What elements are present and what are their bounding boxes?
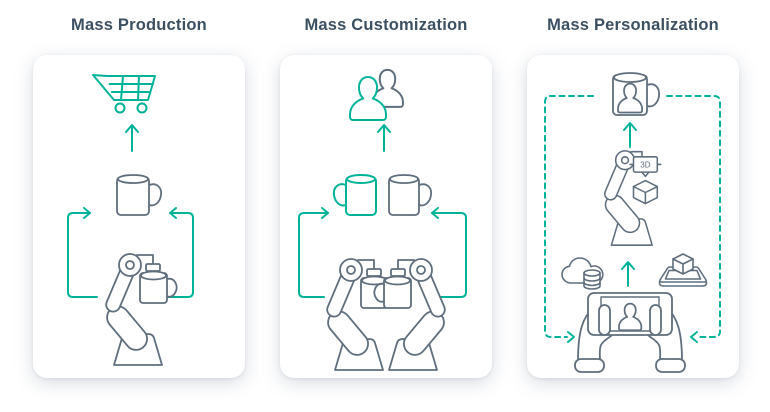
panel-mass-production: Mass Production	[33, 0, 245, 378]
cycle-arrows-icon	[67, 207, 194, 298]
panel-title: Mass Production	[71, 16, 207, 34]
shopping-cart-icon	[92, 74, 156, 114]
card-mass-customization	[280, 55, 492, 378]
robot-arm-right-icon	[374, 259, 448, 370]
dashed-cycle-arrows-icon	[544, 95, 721, 343]
panel-mass-customization: Mass Customization	[280, 0, 492, 378]
card-mass-production	[33, 55, 245, 378]
custom-mug-icon	[332, 174, 377, 216]
robot-arm-icon	[103, 254, 177, 365]
up-arrow-icon	[125, 124, 139, 152]
standard-mug-icon	[388, 174, 432, 216]
panel-mass-personalization: Mass Personalization	[527, 0, 739, 378]
mug-icon	[116, 174, 162, 216]
panel-title: Mass Customization	[304, 16, 468, 34]
robot-arm-left-icon	[324, 259, 398, 370]
tablet-3d-model-icon	[658, 253, 708, 287]
cloud-database-icon	[561, 257, 604, 290]
panel-title: Mass Personalization	[547, 16, 719, 34]
card-mass-personalization: 3D	[527, 55, 739, 378]
two-users-icon	[349, 68, 404, 121]
cycle-arrows-icon	[298, 207, 467, 298]
hands-holding-tablet-icon	[574, 292, 686, 373]
robot-3d-printer-icon: 3D	[600, 150, 662, 246]
up-arrow-icon	[377, 124, 391, 152]
up-arrow-icon	[621, 261, 635, 287]
up-arrow-icon	[623, 122, 637, 148]
panel-row: Mass Production	[33, 0, 739, 378]
printed-cube-icon	[632, 179, 659, 205]
printer-3d-label: 3D	[640, 160, 650, 169]
personalized-mug-icon	[612, 72, 660, 116]
